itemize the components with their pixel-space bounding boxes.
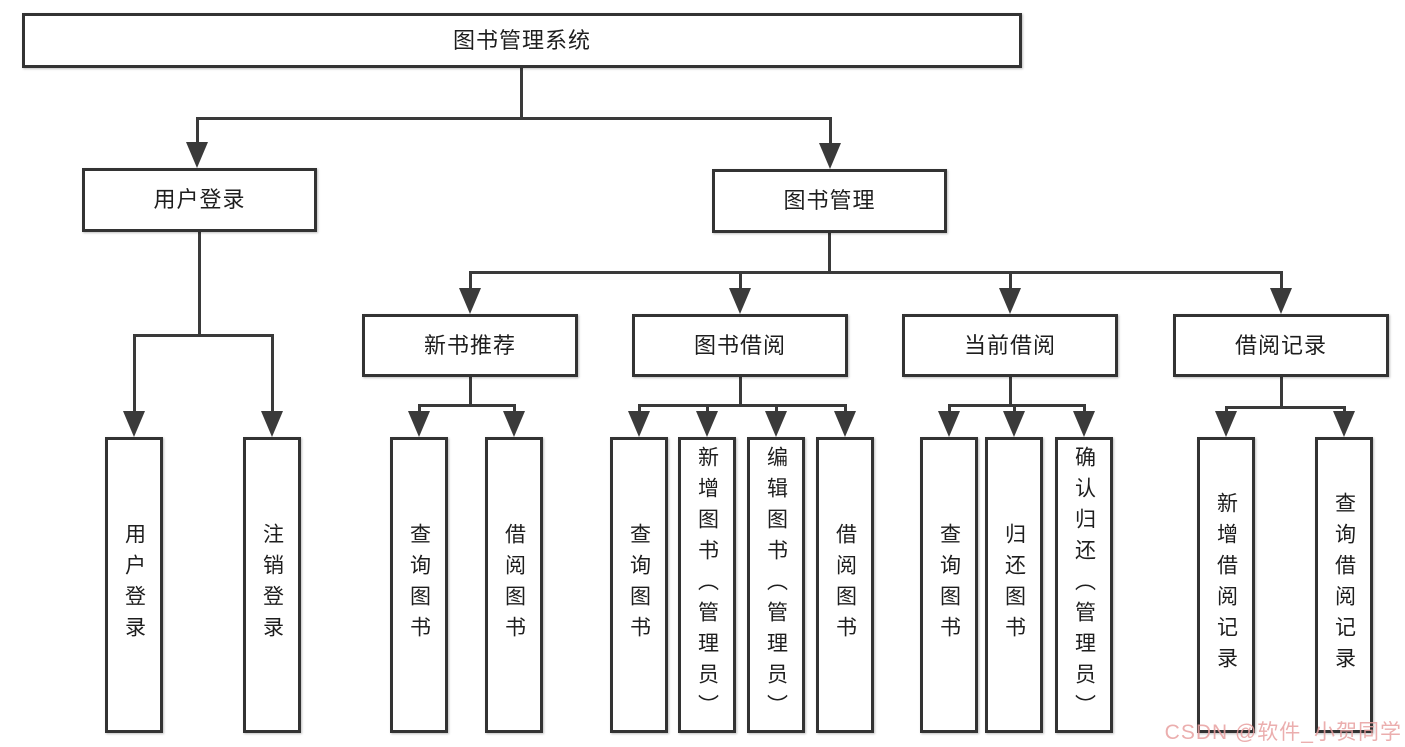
arrowhead-icon bbox=[765, 411, 787, 437]
arrowhead-icon bbox=[834, 411, 856, 437]
node-leaf-confirm-return-admin: 确认归还（管理员） bbox=[1055, 437, 1113, 733]
node-leaf-user-login: 用户登录 bbox=[105, 437, 163, 733]
node-leaf-edit-books-admin: 编辑图书（管理员） bbox=[747, 437, 805, 733]
connector-line-v bbox=[195, 118, 199, 146]
node-book-borrowing: 图书借阅 bbox=[632, 314, 848, 377]
node-label: 新增图书（管理员） bbox=[695, 445, 719, 725]
arrowhead-icon bbox=[999, 288, 1021, 314]
connector-line-v bbox=[637, 405, 641, 415]
connector-line-v bbox=[468, 272, 472, 292]
node-label: 归还图书 bbox=[1002, 523, 1026, 647]
arrowhead-icon bbox=[729, 288, 751, 314]
node-book-management: 图书管理 bbox=[712, 169, 947, 233]
node-leaf-add-borrow-record: 新增借阅记录 bbox=[1197, 437, 1255, 733]
connector-line-v bbox=[738, 272, 742, 292]
arrowhead-icon bbox=[261, 411, 283, 437]
connector-line-v bbox=[1279, 377, 1283, 407]
connector-line-v bbox=[132, 335, 136, 415]
arrowhead-icon bbox=[1270, 288, 1292, 314]
connector-line-v bbox=[1082, 405, 1086, 415]
arrowhead-icon bbox=[123, 411, 145, 437]
connector-line-v bbox=[1008, 377, 1012, 405]
connector-line-h bbox=[468, 270, 1283, 274]
connector-line-v bbox=[512, 405, 516, 415]
node-leaf-return-books: 归还图书 bbox=[985, 437, 1043, 733]
connector-line-v bbox=[705, 405, 709, 415]
arrowhead-icon bbox=[938, 411, 960, 437]
node-leaf-borrow-books-recommend: 借阅图书 bbox=[485, 437, 543, 733]
node-label: 图书借阅 bbox=[693, 332, 786, 358]
arrowhead-icon bbox=[408, 411, 430, 437]
node-label: 确认归还（管理员） bbox=[1072, 445, 1096, 725]
node-label: 注销登录 bbox=[260, 523, 284, 647]
connector-line-v bbox=[774, 405, 778, 415]
connector-line-h bbox=[1224, 405, 1346, 409]
node-leaf-add-books-admin: 新增图书（管理员） bbox=[678, 437, 736, 733]
node-label: 借阅记录 bbox=[1234, 332, 1327, 358]
node-label: 查询图书 bbox=[627, 523, 651, 647]
node-label: 借阅图书 bbox=[833, 523, 857, 647]
connector-line-v bbox=[843, 405, 847, 415]
connector-line-v bbox=[1008, 272, 1012, 292]
node-label: 新增借阅记录 bbox=[1214, 492, 1238, 678]
node-label: 编辑图书（管理员） bbox=[764, 445, 788, 725]
connector-line-v bbox=[468, 377, 472, 405]
node-label: 借阅图书 bbox=[502, 523, 526, 647]
node-leaf-query-books-recommend: 查询图书 bbox=[390, 437, 448, 733]
arrowhead-icon bbox=[1333, 411, 1355, 437]
connector-line-v bbox=[197, 232, 201, 335]
node-borrowing-records: 借阅记录 bbox=[1173, 314, 1389, 377]
node-current-borrowing: 当前借阅 bbox=[902, 314, 1118, 377]
node-label: 用户登录 bbox=[122, 523, 146, 647]
connector-line-v bbox=[417, 405, 421, 415]
arrowhead-icon bbox=[628, 411, 650, 437]
connector-line-v bbox=[1012, 405, 1016, 415]
connector-line-h bbox=[195, 116, 832, 120]
node-label: 查询图书 bbox=[407, 523, 431, 647]
arrowhead-icon bbox=[1215, 411, 1237, 437]
arrowhead-icon bbox=[503, 411, 525, 437]
connector-line-h bbox=[947, 403, 1086, 407]
connector-line-v bbox=[827, 233, 831, 272]
connector-line-h bbox=[132, 333, 274, 337]
node-label: 新书推荐 bbox=[423, 332, 516, 358]
node-label: 图书管理系统 bbox=[452, 27, 591, 53]
connector-line-h bbox=[417, 403, 516, 407]
arrowhead-icon bbox=[696, 411, 718, 437]
node-label: 查询借阅记录 bbox=[1332, 492, 1356, 678]
arrowhead-icon bbox=[1003, 411, 1025, 437]
connector-line-v bbox=[947, 405, 951, 415]
node-leaf-query-books-current: 查询图书 bbox=[920, 437, 978, 733]
arrowhead-icon bbox=[819, 143, 841, 169]
node-leaf-query-borrow-record: 查询借阅记录 bbox=[1315, 437, 1373, 733]
watermark: CSDN @软件_小贺同学 bbox=[1164, 721, 1402, 744]
node-leaf-logout: 注销登录 bbox=[243, 437, 301, 733]
connector-line-v bbox=[1279, 272, 1283, 292]
node-label: 当前借阅 bbox=[963, 332, 1056, 358]
node-user-login: 用户登录 bbox=[82, 168, 317, 232]
node-root: 图书管理系统 bbox=[22, 13, 1022, 68]
node-leaf-query-books-borrowing: 查询图书 bbox=[610, 437, 668, 733]
node-label: 查询图书 bbox=[937, 523, 961, 647]
arrowhead-icon bbox=[1073, 411, 1095, 437]
node-new-book-recommend: 新书推荐 bbox=[362, 314, 578, 377]
arrowhead-icon bbox=[186, 142, 208, 168]
connector-line-h bbox=[637, 403, 847, 407]
node-label: 用户登录 bbox=[153, 187, 246, 212]
arrowhead-icon bbox=[459, 288, 481, 314]
connector-line-v bbox=[828, 118, 832, 147]
connector-line-v bbox=[519, 68, 523, 118]
node-leaf-borrow-books: 借阅图书 bbox=[816, 437, 874, 733]
node-label: 图书管理 bbox=[783, 188, 876, 213]
connector-line-v bbox=[270, 335, 274, 415]
connector-line-v bbox=[738, 377, 742, 405]
